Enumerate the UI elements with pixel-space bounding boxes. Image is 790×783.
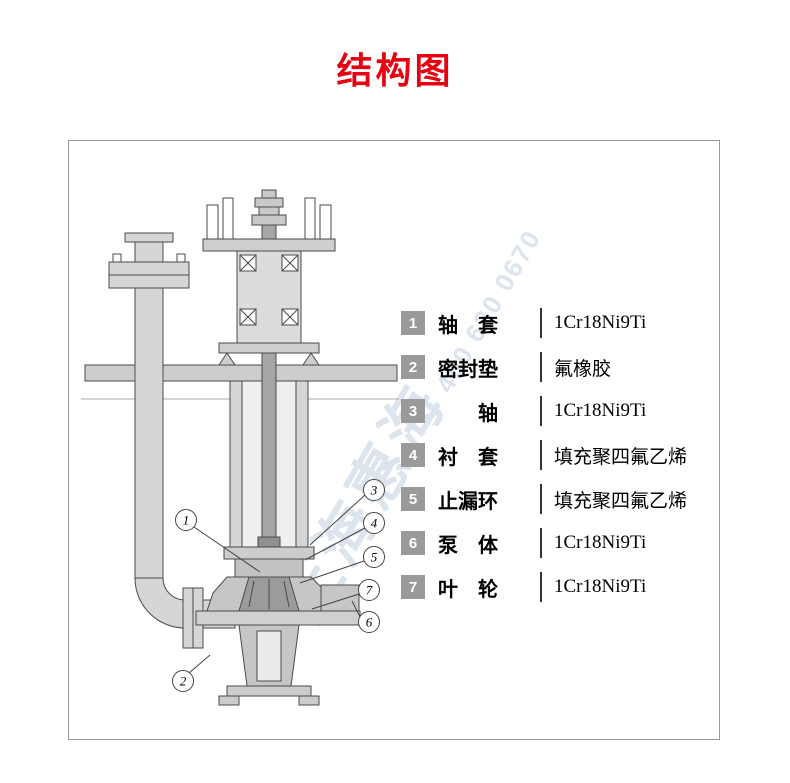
- callout-leaders: [188, 494, 366, 674]
- part-number-badge: 5: [401, 487, 425, 511]
- svg-text:7: 7: [366, 583, 373, 598]
- part-number-badge: 7: [401, 575, 425, 599]
- table-row: 2 密封垫 氟橡胶: [401, 345, 713, 389]
- svg-text:6: 6: [366, 615, 373, 630]
- callout-4: 4: [363, 512, 385, 534]
- svg-text:3: 3: [370, 483, 378, 498]
- part-name: 密封垫: [438, 358, 498, 381]
- discharge-pipe: [108, 232, 236, 649]
- svg-text:2: 2: [180, 674, 187, 689]
- pump-structure-drawing: 1 2 3 4 5: [81, 189, 399, 706]
- column-divider: [540, 528, 542, 558]
- part-material: 填充聚四氟乙烯: [554, 490, 688, 512]
- table-row: 7 叶 轮 1Cr18Ni9Ti: [401, 565, 713, 609]
- mounting-plate: [84, 364, 398, 382]
- part-number-badge: 6: [401, 531, 425, 555]
- part-number-badge: 1: [401, 311, 425, 335]
- callout-6: 6: [358, 611, 380, 633]
- part-material: 1Cr18Ni9Ti: [554, 312, 647, 333]
- column-divider: [540, 484, 542, 514]
- table-row: 5 止漏环 填充聚四氟乙烯: [401, 477, 713, 521]
- part-material: 1Cr18Ni9Ti: [554, 576, 647, 597]
- part-name: 轴 套: [438, 314, 498, 337]
- part-name: 叶 轮: [438, 578, 498, 601]
- table-row: 6 泵 体 1Cr18Ni9Ti: [401, 521, 713, 565]
- column-divider: [540, 352, 542, 382]
- callout-3: 3: [363, 479, 385, 501]
- pump-casing: [195, 546, 361, 706]
- part-name: 泵 体: [438, 534, 498, 557]
- callout-1: 1: [175, 509, 197, 531]
- column-divider: [540, 572, 542, 602]
- part-name: 衬 套: [438, 446, 498, 469]
- table-row: 1 轴 套 1Cr18Ni9Ti: [401, 301, 713, 345]
- column-divider: [540, 308, 542, 338]
- table-row: 4 衬 套 填充聚四氟乙烯: [401, 433, 713, 477]
- part-material: 1Cr18Ni9Ti: [554, 532, 647, 553]
- table-row: 3 轴 1Cr18Ni9Ti: [401, 389, 713, 433]
- part-number-badge: 3: [401, 399, 425, 423]
- callouts: 1 2 3 4 5: [172, 479, 385, 692]
- svg-text:5: 5: [371, 550, 378, 565]
- parts-table: 1 轴 套 1Cr18Ni9Ti 2 密封垫 氟橡胶 3 轴 1Cr18Ni9T…: [401, 301, 713, 609]
- callout-7: 7: [358, 579, 380, 601]
- bearing-assembly: [202, 189, 336, 366]
- diagram-frame: 上海惠海 400 630 0670: [68, 140, 720, 740]
- page-title: 结构图: [336, 50, 454, 91]
- callout-2: 2: [172, 670, 194, 692]
- part-name: 轴: [438, 402, 498, 425]
- part-name: 止漏环: [438, 490, 498, 513]
- svg-text:1: 1: [183, 513, 190, 528]
- callout-5: 5: [363, 546, 385, 568]
- part-number-badge: 2: [401, 355, 425, 379]
- part-material: 填充聚四氟乙烯: [554, 446, 688, 468]
- part-material: 氟橡胶: [554, 358, 612, 380]
- part-number-badge: 4: [401, 443, 425, 467]
- column-divider: [540, 396, 542, 426]
- svg-text:4: 4: [371, 516, 378, 531]
- column-divider: [540, 440, 542, 470]
- part-material: 1Cr18Ni9Ti: [554, 400, 647, 421]
